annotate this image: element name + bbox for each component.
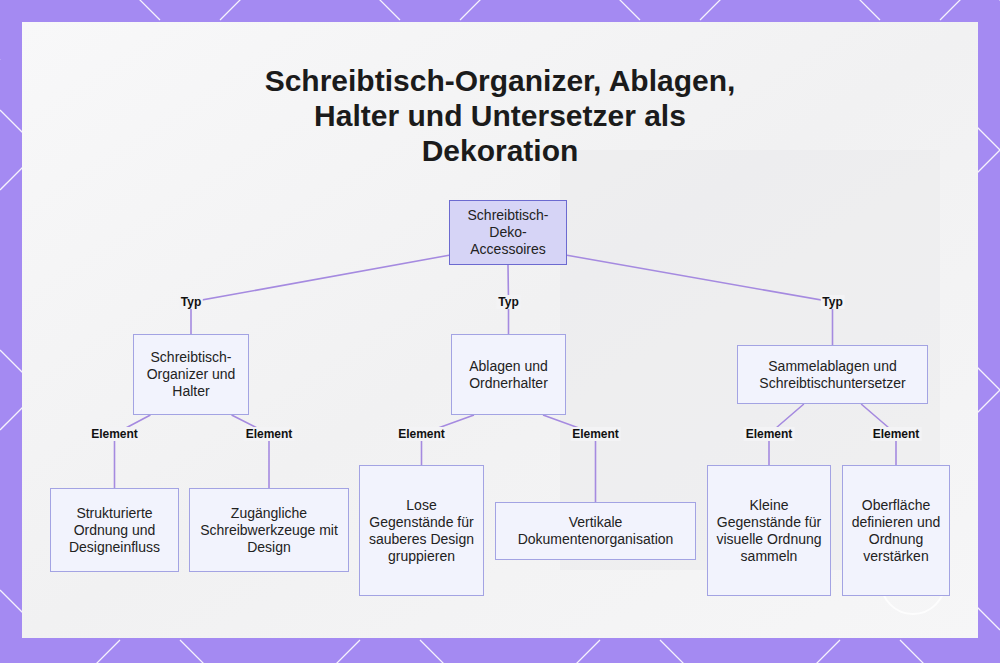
category-box: Oberfläche definieren und Ordnung verstä… (842, 465, 950, 596)
category-box: Ablagen und Ordnerhalter (451, 334, 566, 415)
diagram-title: Schreibtisch-Organizer, Ablagen, Halter … (240, 63, 760, 168)
edge-label: Typ (496, 295, 520, 309)
edge-label: Element (89, 427, 140, 441)
category-box: Sammelablagen und Schreibtischuntersetze… (737, 345, 928, 404)
category-box: Kleine Gegenstände für visuelle Ordnung … (707, 465, 831, 596)
edge-label: Element (871, 427, 922, 441)
connector-line (567, 255, 833, 345)
category-box: Zugängliche Schreibwerkzeuge mit Design (189, 488, 349, 572)
box-text: Zugängliche Schreibwerkzeuge mit Design (197, 505, 341, 556)
box-text: Schreibtisch-Deko-Accessoires (457, 207, 559, 258)
category-box: Lose Gegenstände für sauberes Design gru… (359, 465, 484, 596)
box-text: Schreibtisch-Organizer und Halter (141, 349, 241, 400)
box-text: Lose Gegenstände für sauberes Design gru… (367, 497, 476, 565)
box-text: Vertikale Dokumentenorganisation (503, 514, 688, 548)
box-text: Ablagen und Ordnerhalter (459, 358, 558, 392)
connector-line (232, 415, 269, 488)
edge-label: Element (244, 427, 295, 441)
root-box: Schreibtisch-Deko-Accessoires (449, 200, 567, 265)
category-box: Schreibtisch-Organizer und Halter (133, 334, 249, 415)
box-text: Strukturierte Ordnung und Designeinfluss (58, 505, 171, 556)
category-box: Vertikale Dokumentenorganisation (495, 502, 696, 560)
edge-label: Typ (820, 295, 844, 309)
edge-label: Element (396, 427, 447, 441)
edge-label: Element (570, 427, 621, 441)
connector-line (191, 255, 449, 334)
box-text: Sammelablagen und Schreibtischuntersetze… (745, 358, 920, 392)
connector-line (115, 415, 151, 488)
edge-label: Typ (179, 295, 203, 309)
category-box: Strukturierte Ordnung und Designeinfluss (50, 488, 179, 572)
box-text: Kleine Gegenstände für visuelle Ordnung … (715, 497, 823, 565)
box-text: Oberfläche definieren und Ordnung verstä… (850, 497, 942, 565)
panel (22, 22, 978, 638)
edge-label: Element (744, 427, 795, 441)
